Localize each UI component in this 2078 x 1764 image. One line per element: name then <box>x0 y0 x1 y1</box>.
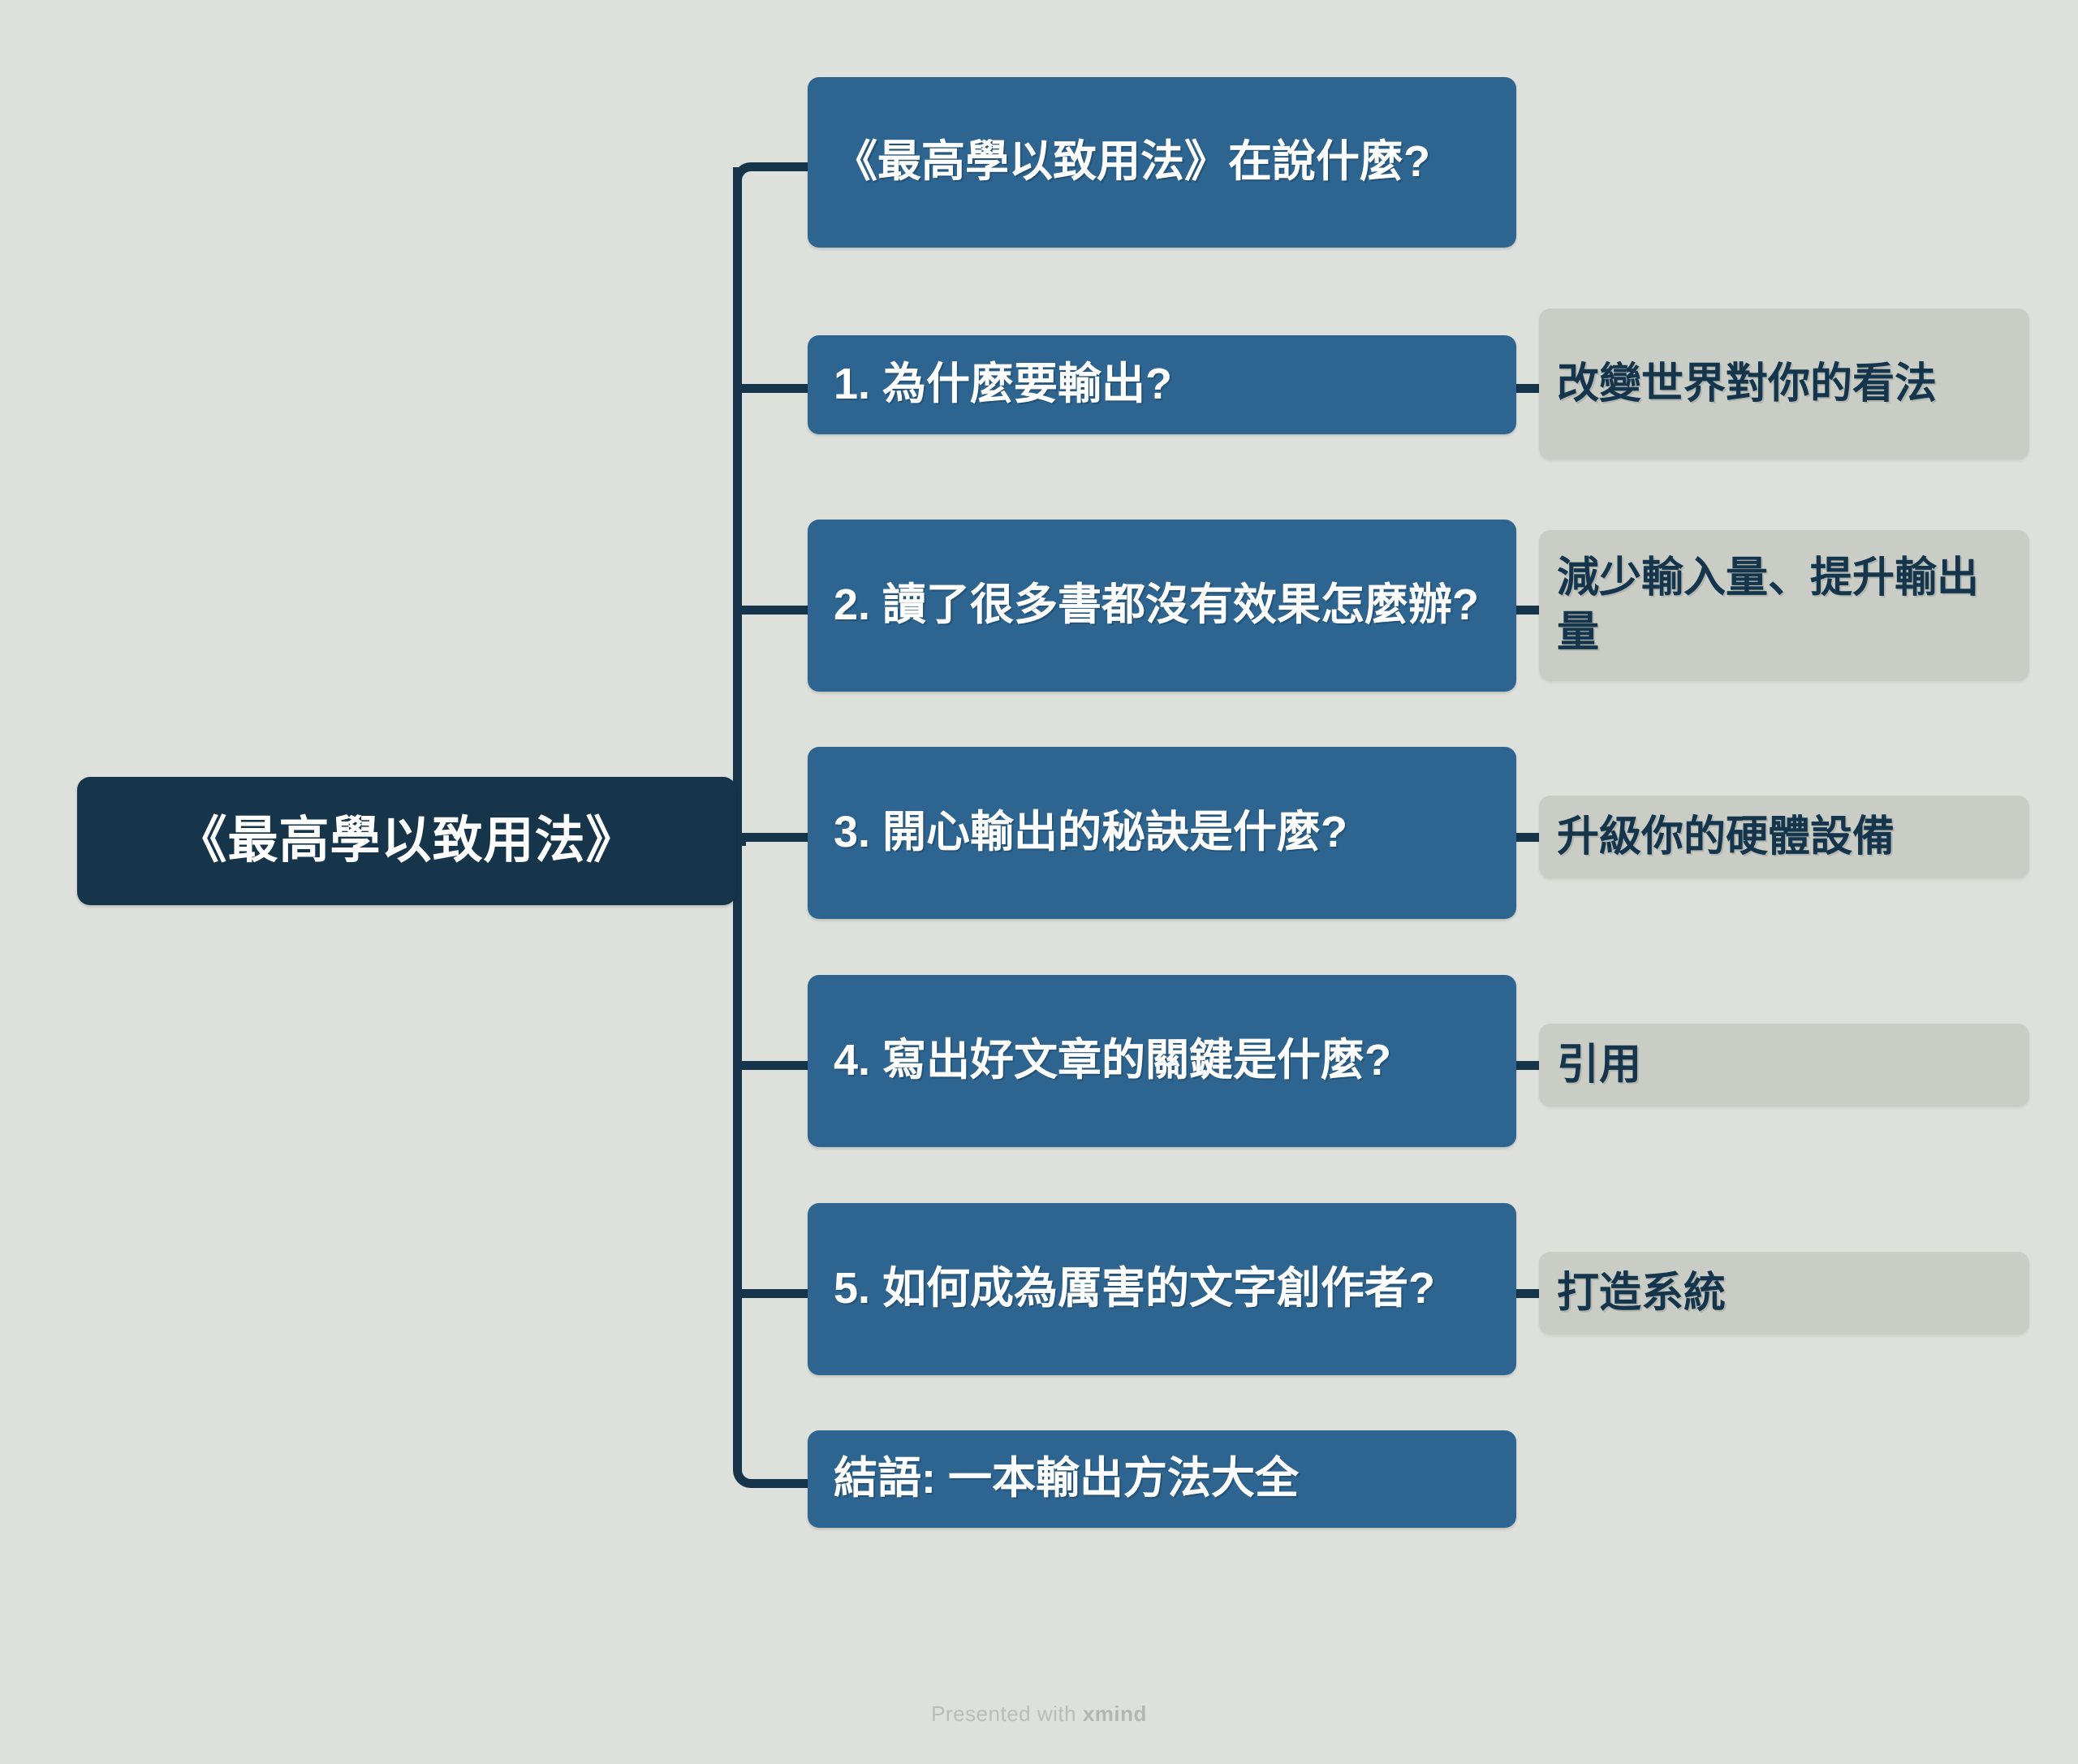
connector-stub-topic-1 <box>739 384 813 393</box>
connector-stub-sub-1 <box>1516 384 1549 393</box>
root-node[interactable]: 《最高學以致用法》 <box>77 777 736 905</box>
subtopic-node-5-0[interactable]: 打造系統 <box>1539 1252 2029 1335</box>
subtopic-node-4-0-label: 引用 <box>1557 1041 1642 1089</box>
connector-stub-sub-2 <box>1516 606 1549 615</box>
subtopic-node-1-0-label: 改變世界對你的看法 <box>1557 360 1938 408</box>
topic-node-1[interactable]: 1. 為什麼要輸出? <box>808 335 1516 434</box>
connector-stub-topic-3 <box>739 833 813 842</box>
subtopic-node-2-0[interactable]: 減少輸入量、提升輸出量 <box>1539 530 2029 681</box>
connector-stub-topic-5 <box>739 1289 813 1298</box>
footer-attribution: Presented with xmind <box>0 1701 2078 1727</box>
topic-node-6[interactable]: 結語: 一本輸出方法大全 <box>808 1430 1516 1528</box>
connector-stub-sub-4 <box>1516 1061 1549 1070</box>
topic-node-4-label: 4. 寫出好文章的關鍵是什麼? <box>834 1036 1392 1085</box>
footer-prefix: Presented with <box>931 1701 1083 1726</box>
subtopic-node-1-0[interactable]: 改變世界對你的看法 <box>1539 308 2029 459</box>
topic-node-2[interactable]: 2. 讀了很多書都沒有效果怎麼辦? <box>808 520 1516 692</box>
connector-elbow-topic-0 <box>733 162 817 196</box>
connector-stub-sub-3 <box>1516 833 1549 842</box>
topic-node-5[interactable]: 5. 如何成為厲害的文字創作者? <box>808 1203 1516 1375</box>
topic-node-1-label: 1. 為什麼要輸出? <box>834 360 1173 409</box>
subtopic-node-4-0[interactable]: 引用 <box>1539 1024 2029 1106</box>
connector-root-stub <box>726 837 746 846</box>
connector-elbow-topic-6 <box>733 1455 817 1488</box>
topic-node-6-label: 結語: 一本輸出方法大全 <box>834 1454 1299 1503</box>
root-node-label: 《最高學以致用法》 <box>176 813 637 869</box>
connector-stub-sub-5 <box>1516 1289 1549 1298</box>
topic-node-5-label: 5. 如何成為厲害的文字創作者? <box>834 1264 1436 1313</box>
topic-node-2-label: 2. 讀了很多書都沒有效果怎麼辦? <box>834 580 1480 630</box>
topic-node-0-label: 《最高學以致用法》在說什麼? <box>834 137 1430 187</box>
subtopic-node-2-0-label: 減少輸入量、提升輸出量 <box>1557 554 1980 656</box>
subtopic-node-3-0-label: 升級你的硬體設備 <box>1557 813 1895 860</box>
topic-node-4[interactable]: 4. 寫出好文章的關鍵是什麼? <box>808 975 1516 1147</box>
connector-stub-topic-2 <box>739 606 813 615</box>
xmind-brand-label: xmind <box>1082 1701 1147 1726</box>
subtopic-node-3-0[interactable]: 升級你的硬體設備 <box>1539 796 2029 878</box>
subtopic-node-5-0-label: 打造系統 <box>1557 1269 1727 1317</box>
connector-stub-topic-4 <box>739 1061 813 1070</box>
topic-node-0[interactable]: 《最高學以致用法》在說什麼? <box>808 77 1516 248</box>
topic-node-3[interactable]: 3. 開心輸出的秘訣是什麼? <box>808 747 1516 919</box>
topic-node-3-label: 3. 開心輸出的秘訣是什麼? <box>834 808 1348 857</box>
connector-trunk <box>733 167 742 1469</box>
